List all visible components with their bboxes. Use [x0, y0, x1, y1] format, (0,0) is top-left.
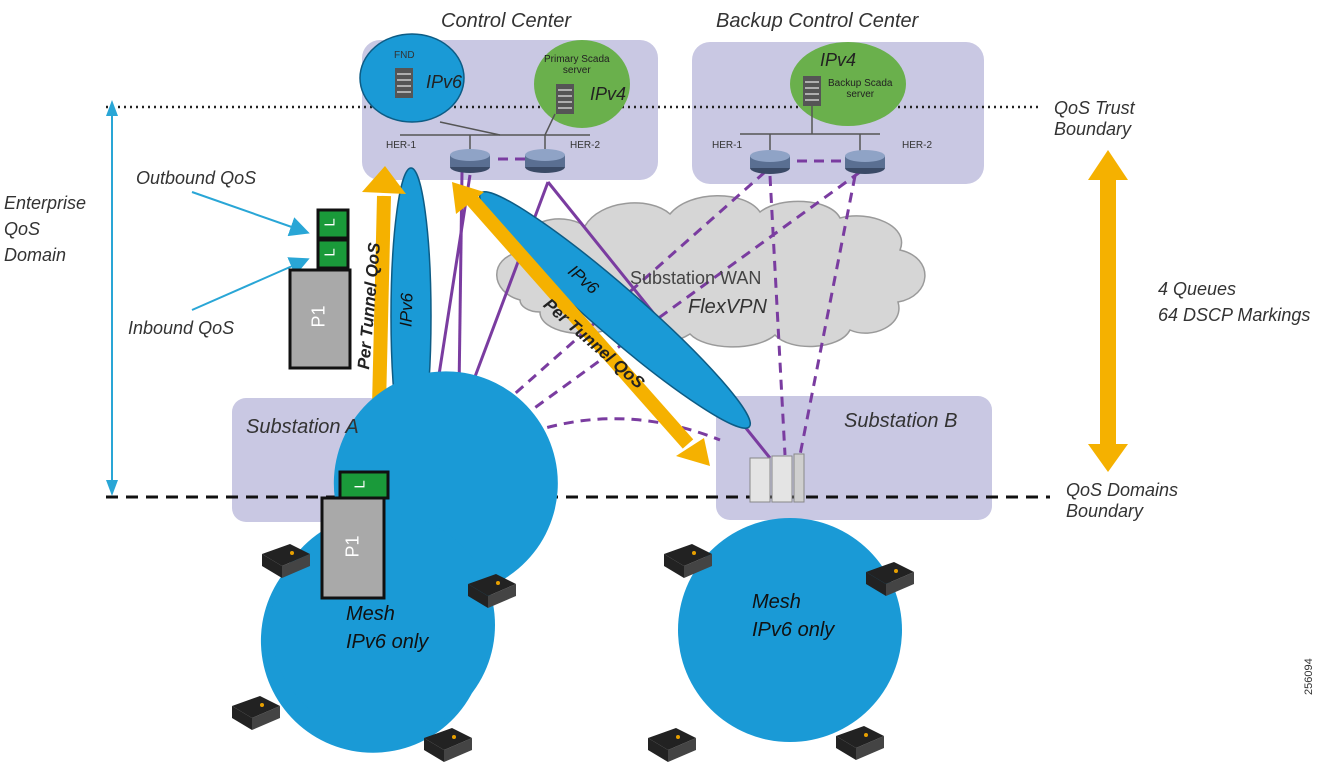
control-center-title: Control Center	[441, 10, 572, 32]
enterprise-qos-domain-label: Enterprise QoS Domain	[4, 193, 87, 265]
wan-label-line2: FlexVPN	[688, 296, 767, 318]
backup-ipv4-label: IPv4	[820, 50, 857, 70]
queues-double-arrow	[1088, 150, 1128, 472]
router-icon	[525, 149, 565, 173]
outbound-qos-arrow	[191, 191, 310, 237]
qos-trust-boundary-label: QoS Trust Boundary	[1054, 98, 1135, 139]
packet-l-label-1: L	[321, 218, 339, 227]
mesh-b-circle-body	[678, 518, 902, 742]
cc-ipv6-label: IPv6	[426, 72, 463, 92]
backup-control-center-title: Backup Control Center	[716, 10, 919, 32]
outbound-qos-label: Outbound QoS	[136, 168, 257, 188]
primary-scada-server-icon	[556, 84, 574, 114]
inbound-qos-label: Inbound QoS	[128, 318, 235, 338]
packet-l-label-3: L	[351, 480, 369, 489]
mesh-node-icons	[232, 544, 914, 762]
substation-a-title: Substation A	[246, 416, 359, 438]
figure-id: 256094	[1303, 658, 1315, 695]
fnd-server-icon	[395, 68, 413, 98]
packet-p1-label-1: P1	[308, 305, 329, 328]
primary-scada-label: Primary Scada server	[544, 54, 610, 76]
cc-her1-label: HER-1	[386, 140, 417, 151]
router-icon	[750, 150, 790, 174]
per-tunnel-qos-arrow-diagonal	[452, 182, 710, 466]
queues-label: 4 Queues 64 DSCP Markings	[1158, 279, 1311, 325]
router-icon	[845, 150, 885, 174]
mesh-a-label: Mesh IPv6 only	[346, 603, 429, 653]
mesh-b-label: Mesh IPv6 only	[752, 591, 835, 641]
enterprise-arrow-top	[106, 100, 118, 116]
backup-lan	[740, 106, 880, 152]
backup-scada-label: Backup Scada server	[828, 78, 893, 100]
fnd-label: FND	[394, 50, 415, 61]
backup-her2-label: HER-2	[902, 140, 933, 151]
packet-stack-upper	[288, 208, 352, 370]
router-icon	[450, 149, 490, 173]
backup-scada-server-icon	[803, 76, 821, 106]
packet-l-label-2: L	[321, 248, 339, 257]
packet-p1-label-2: P1	[342, 535, 363, 558]
cc-her2-label: HER-2	[570, 140, 601, 151]
substation-b-title: Substation B	[844, 410, 958, 432]
backup-her1-label: HER-1	[712, 140, 743, 151]
qos-domains-boundary-label: QoS Domains Boundary	[1066, 480, 1179, 521]
cc-ipv4-label: IPv4	[590, 84, 627, 104]
substation-b-switch-icon	[749, 453, 805, 503]
enterprise-arrow-bottom	[106, 480, 118, 496]
wan-label-line1: Substation WAN	[630, 268, 762, 288]
left-ipv6-tunnel-label: IPv6	[396, 292, 417, 328]
inbound-qos-arrow	[191, 257, 310, 311]
packet-stack-lower	[320, 470, 390, 600]
